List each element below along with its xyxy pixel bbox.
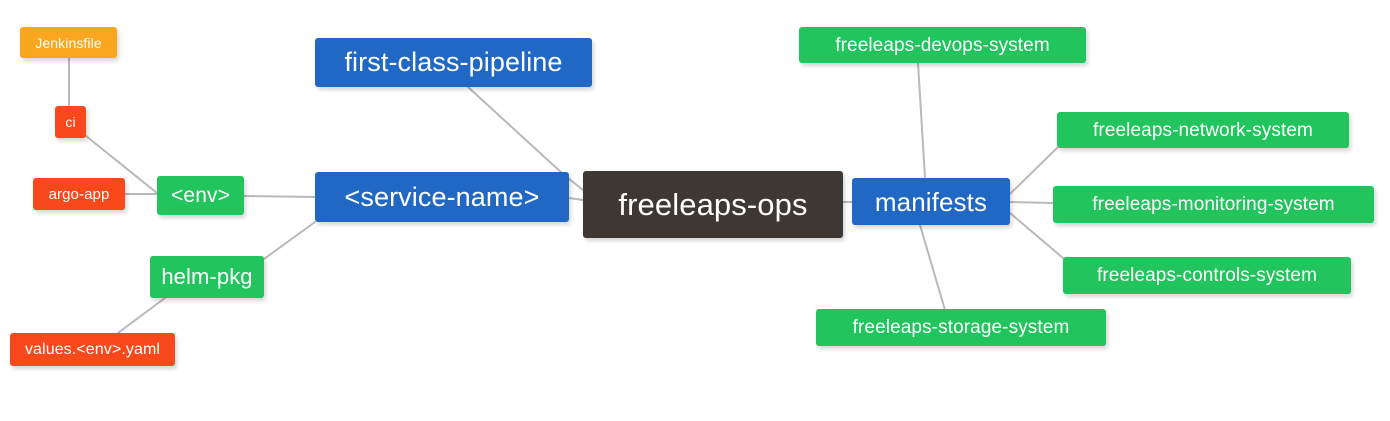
- node-env[interactable]: <env>: [157, 176, 244, 215]
- node-label-values-env-yaml: values.<env>.yaml: [24, 340, 161, 358]
- node-ci[interactable]: ci: [55, 106, 86, 138]
- edge-freeleaps-ops-to-service-name: [568, 197, 584, 201]
- node-label-freeleaps-monitoring-system: freeleaps-monitoring-system: [1092, 194, 1335, 215]
- node-label-manifests: manifests: [874, 186, 988, 217]
- node-argo-app[interactable]: argo-app: [33, 178, 125, 210]
- node-first-class-pipeline[interactable]: first-class-pipeline: [315, 38, 592, 87]
- node-jenkinsfile[interactable]: Jenkinsfile: [20, 27, 117, 58]
- node-label-freeleaps-devops-system: freeleaps-devops-system: [835, 34, 1050, 56]
- node-freeleaps-network-system[interactable]: freeleaps-network-system: [1057, 112, 1349, 148]
- edge-manifests-to-freeleaps-monitoring-system: [1009, 201, 1054, 204]
- node-service-name[interactable]: <service-name>: [315, 172, 569, 222]
- node-manifests[interactable]: manifests: [852, 178, 1010, 225]
- node-label-freeleaps-network-system: freeleaps-network-system: [1093, 119, 1313, 141]
- edge-manifests-to-freeleaps-network-system: [1009, 147, 1058, 195]
- node-label-freeleaps-controls-system: freeleaps-controls-system: [1096, 265, 1318, 286]
- edge-service-name-to-helm-pkg: [263, 221, 316, 260]
- node-label-freeleaps-ops: freeleaps-ops: [618, 187, 808, 222]
- node-label-jenkinsfile: Jenkinsfile: [35, 34, 102, 51]
- node-label-ci: ci: [65, 114, 76, 130]
- node-label-service-name: <service-name>: [344, 181, 540, 212]
- edge-service-name-to-env: [243, 195, 316, 198]
- node-freeleaps-monitoring-system[interactable]: freeleaps-monitoring-system: [1053, 186, 1374, 223]
- node-freeleaps-devops-system[interactable]: freeleaps-devops-system: [799, 27, 1086, 63]
- node-freeleaps-controls-system[interactable]: freeleaps-controls-system: [1063, 257, 1351, 294]
- edge-manifests-to-freeleaps-devops-system: [917, 62, 926, 179]
- node-freeleaps-ops[interactable]: freeleaps-ops: [583, 171, 843, 238]
- node-label-freeleaps-storage-system: freeleaps-storage-system: [852, 317, 1070, 338]
- node-freeleaps-storage-system[interactable]: freeleaps-storage-system: [816, 309, 1106, 346]
- node-label-first-class-pipeline: first-class-pipeline: [344, 47, 563, 77]
- node-values-env-yaml[interactable]: values.<env>.yaml: [10, 333, 175, 366]
- node-label-env: <env>: [171, 184, 230, 207]
- node-label-argo-app: argo-app: [48, 185, 110, 203]
- edge-helm-pkg-to-values-env-yaml: [117, 297, 166, 334]
- edge-manifests-to-freeleaps-storage-system: [919, 224, 946, 311]
- node-helm-pkg[interactable]: helm-pkg: [150, 256, 264, 298]
- node-label-helm-pkg: helm-pkg: [161, 264, 253, 289]
